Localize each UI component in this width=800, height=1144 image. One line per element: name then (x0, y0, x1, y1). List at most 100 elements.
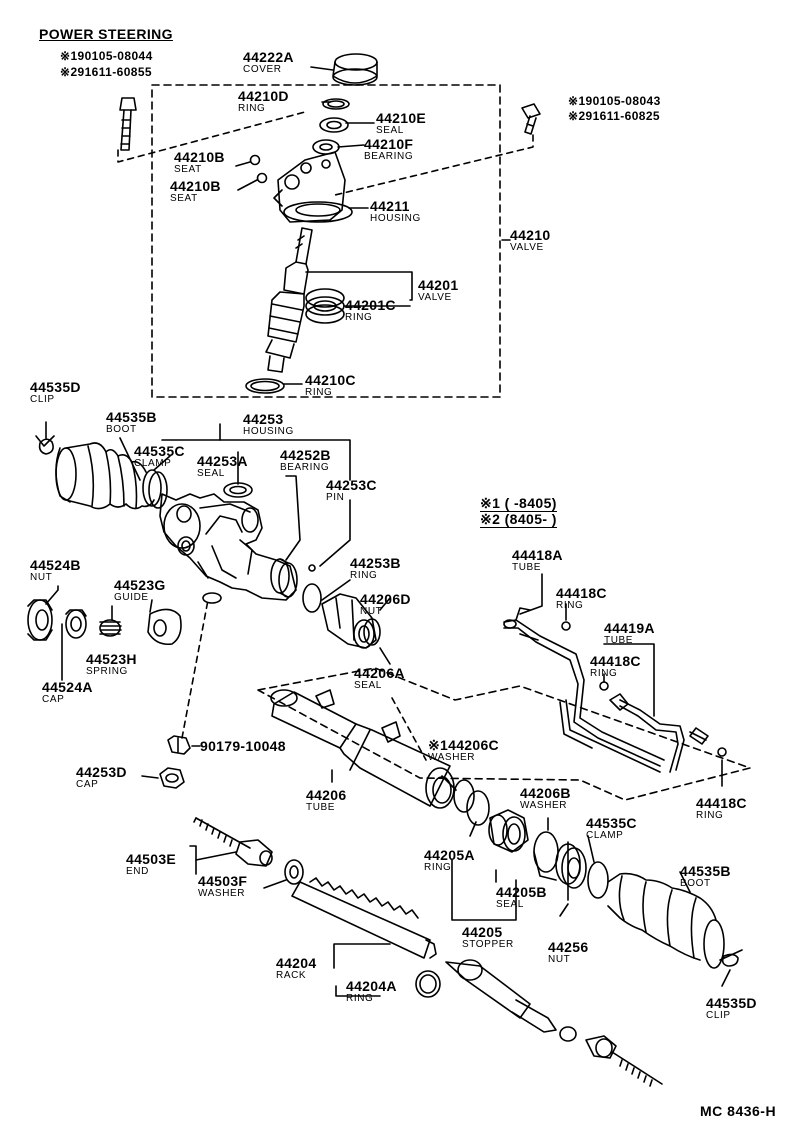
guide-44523G (147, 608, 182, 646)
bolt-note-left-2: ※291611-60855 (60, 65, 153, 79)
part-name: NUT (30, 572, 53, 583)
ring-44253B (302, 583, 322, 613)
bolt-right-drawing (521, 103, 541, 135)
part-number: 90179-10048 (200, 738, 286, 754)
part-number: 44205A (424, 847, 475, 863)
part-name: RACK (276, 970, 307, 981)
part-name: SEAT (174, 164, 202, 175)
part-number: 44256 (548, 939, 589, 955)
seal-44253A (223, 482, 253, 498)
pin-44253C (308, 564, 316, 572)
seat-44210B-lower (256, 172, 268, 184)
diagram-code: MC 8436-H (700, 1103, 777, 1119)
diagram-title: POWER STEERING (39, 26, 173, 42)
ring-44210D (322, 98, 350, 110)
part-name: TUBE (306, 802, 336, 813)
part-name: RING (424, 862, 452, 873)
part-number: 44535D (706, 995, 757, 1011)
part-number: 44524B (30, 557, 81, 573)
plug-90179 (167, 735, 191, 755)
cap-guide-line (181, 599, 209, 739)
part-name: CLIP (706, 1010, 731, 1021)
rack-right-end (445, 959, 577, 1042)
cap-44253D (159, 767, 185, 789)
tie-rod-end-left (193, 817, 273, 867)
valve-housing-drawing (273, 151, 353, 223)
valve-shaft-drawing (265, 227, 313, 373)
part-name: TUBE (604, 635, 634, 646)
part-number: 44210E (376, 110, 427, 126)
part-name: CAP (42, 694, 65, 705)
ring-44205A-drawing (466, 790, 490, 826)
part-number: 44535D (30, 379, 81, 395)
part-number: 44205 (462, 924, 503, 940)
legend-line-1: ※1 ( -8405) (480, 495, 557, 512)
oring-44418C-middle (599, 681, 609, 691)
bolt-note-right-1: ※190105-08043 (568, 94, 661, 108)
part-number: 44418C (590, 653, 641, 669)
part-name: WASHER (428, 752, 476, 763)
tie-rod-end-right (585, 1035, 663, 1087)
part-name: BEARING (280, 462, 330, 473)
part-name: HOUSING (370, 213, 421, 224)
part-number: 44206B (520, 785, 571, 801)
part-number: 44211 (370, 198, 410, 214)
part-name: NUT (548, 954, 571, 965)
rack-44204-drawing (291, 877, 437, 959)
part-name: PIN (326, 492, 345, 503)
bearing-44252B (270, 558, 298, 598)
spring-44523H (99, 619, 122, 637)
part-number: 44253D (76, 764, 127, 780)
part-number: 44210B (174, 149, 225, 165)
part-name: STOPPER (462, 939, 514, 950)
part-number: 44524A (42, 679, 93, 695)
clamp-left-drawing (142, 469, 168, 509)
bolt-note-right-2: ※291611-60825 (568, 109, 661, 123)
clip-right-drawing (719, 949, 743, 967)
part-number: 44206D (360, 591, 411, 607)
clamp-right-drawing (587, 861, 609, 899)
part-name: VALVE (418, 292, 452, 303)
nut-44206D (321, 593, 377, 649)
seat-44210B-upper (249, 154, 261, 166)
part-number: 44206A (354, 665, 405, 681)
tube-group-frame (257, 667, 751, 801)
oring-44418C-bottom (717, 747, 727, 757)
part-number: 44418A (512, 547, 563, 563)
part-number: 44535C (134, 443, 185, 459)
cylinder-tube-drawing (270, 689, 455, 809)
pressure-tube-44419A (609, 693, 709, 773)
washer-44503F-drawing (284, 859, 304, 885)
part-name: WASHER (198, 888, 246, 899)
part-number: 44535B (106, 409, 157, 425)
part-number: 44253A (197, 453, 248, 469)
clip-left-drawing (35, 435, 55, 455)
part-name: CLIP (30, 394, 55, 405)
part-number: 44253C (326, 477, 377, 493)
